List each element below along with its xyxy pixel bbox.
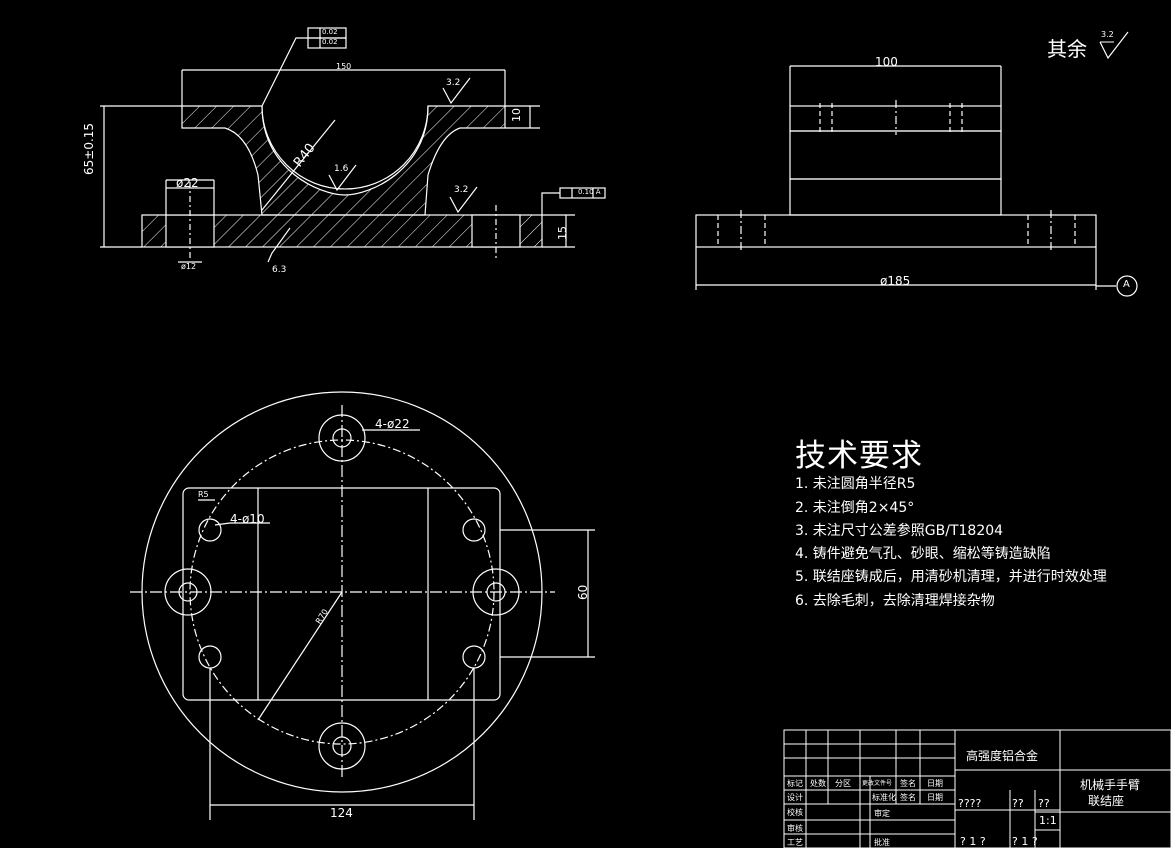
tb-part-name-1: 机械手手臂	[1080, 778, 1141, 792]
dim-bolt-outer: 4-ø22	[375, 417, 410, 431]
tb-field-scale: 1:1	[1039, 814, 1057, 827]
dim-base-dia: ø185	[880, 274, 911, 288]
gdt-top-1: 0.02	[322, 28, 338, 36]
dim-top-width: 100	[875, 55, 898, 69]
tb-mid-4: 批准	[874, 838, 890, 847]
dim-flange-thk: 10	[510, 108, 523, 122]
dim-bolt-inner: 4-ø10	[230, 512, 265, 526]
tb-field-2: ??	[1038, 797, 1050, 810]
surface-note-value: 3.2	[1101, 30, 1114, 39]
tb-mid-1: 签名	[900, 793, 916, 802]
title-block	[783, 729, 1171, 848]
roughness-1: 3.2	[446, 78, 461, 88]
tech-req-4: 4. 铸件避免气孔、砂眼、缩松等铸造缺陷	[795, 546, 1051, 562]
gdt-top-2: 0.02	[322, 38, 338, 46]
tb-header-2: 分区	[835, 779, 851, 788]
dim-width-150: 150	[336, 62, 352, 71]
tb-field-0: ????	[958, 797, 982, 810]
tb-row-check: 校核	[787, 808, 803, 817]
dim-hole: ø12	[181, 262, 197, 271]
surface-note-label: 其余	[1047, 37, 1087, 61]
datum-label: A	[1123, 279, 1130, 290]
roughness-3: 3.2	[454, 185, 469, 195]
front-section-view	[100, 27, 606, 263]
tech-req-5: 5. 联结座铸成后，用清砂机清理，并进行时效处理	[795, 569, 1107, 585]
tb-header-3: 更改文件号	[862, 780, 893, 787]
roughness-symbol-icon	[1099, 31, 1129, 60]
tech-req-1: 1. 未注圆角半径R5	[795, 476, 916, 492]
dim-corner: R5	[198, 490, 209, 499]
tb-header-4: 签名	[900, 779, 916, 788]
tb-material: 高强度铝合金	[966, 749, 1039, 763]
tb-mid-0: 标准化	[872, 793, 896, 802]
dim-124: 124	[330, 806, 353, 820]
tech-req-6: 6. 去除毛刺，去除清理焊接杂物	[795, 593, 995, 609]
tb-row-process: 工艺	[787, 838, 803, 847]
tech-req-2: 2. 未注倒角2×45°	[795, 500, 915, 516]
dim-60: 60	[576, 584, 590, 600]
tb-header-5: 日期	[927, 779, 943, 788]
gdt-right: 0.10 A	[578, 188, 601, 196]
dim-base-thk: 15	[556, 226, 569, 240]
plan-view	[130, 391, 595, 820]
side-view	[695, 65, 1138, 297]
tech-requirements-title: 技术要求	[795, 438, 923, 474]
dim-bore: ø22	[176, 176, 199, 190]
tb-part-name-2: 联结座	[1088, 794, 1125, 808]
tb-field-1: ??	[1012, 797, 1024, 810]
tech-req-3: 3. 未注尺寸公差参照GB/T18204	[795, 523, 1004, 539]
roughness-4: 6.3	[272, 265, 287, 275]
tb-field-4: ? 1 ?	[960, 835, 986, 848]
tb-field-5: ? 1 ?	[1012, 835, 1038, 848]
tb-header-0: 标记	[787, 779, 803, 788]
tb-header-1: 处数	[810, 779, 826, 788]
roughness-2: 1.6	[334, 164, 349, 174]
tb-row-design: 设计	[787, 793, 803, 802]
tb-mid-2: 日期	[927, 793, 943, 802]
tb-mid-3: 审定	[874, 809, 890, 818]
dim-height: 65±0.15	[82, 122, 96, 175]
tb-row-review: 审核	[787, 824, 803, 833]
